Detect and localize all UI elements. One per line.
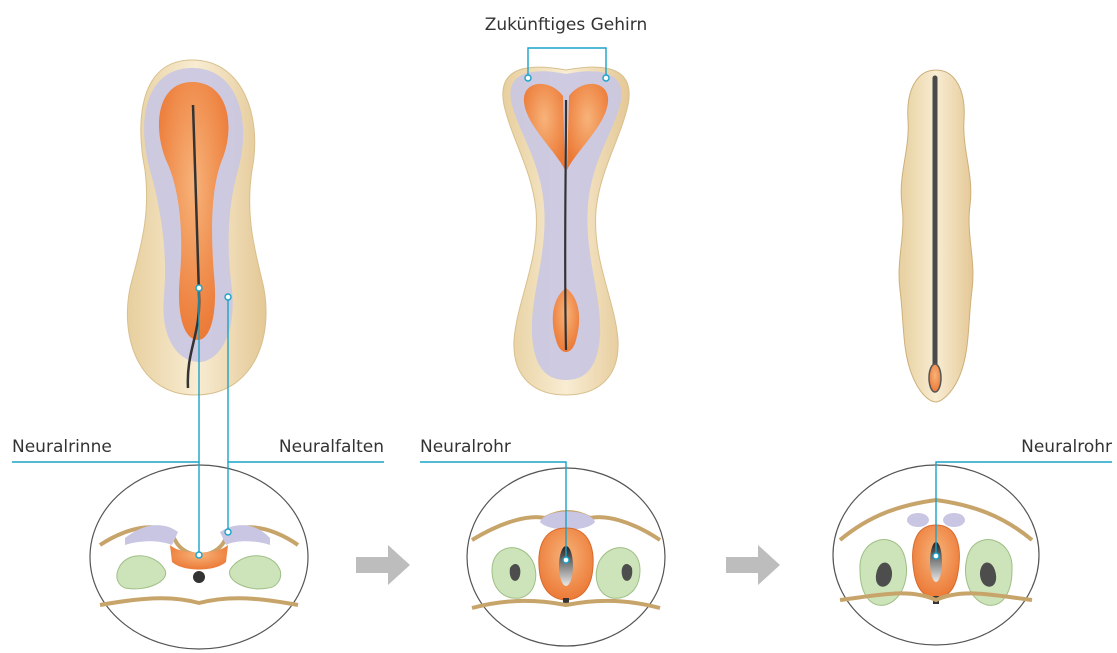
notochord-1 [193,571,205,583]
neural-folds-dot-bottom [225,529,231,535]
somite-core-left-2 [510,564,521,581]
neural-folds-dot-top [225,294,231,300]
progression-arrow-2 [726,545,780,585]
embryo-2-neural-line [565,100,566,350]
embryo-stage-3 [899,70,973,402]
neural-groove-dot-top [196,285,202,291]
label-future-brain: Zukünftiges Gehirn [485,15,647,35]
neural-groove-dot-bottom [196,552,202,558]
future-brain-dot-left [525,75,531,81]
embryo-stage-2 [503,67,629,395]
embryo-3-caudal-tip [929,364,941,392]
label-neural-tube-1: Neuralrohr [420,437,511,457]
future-brain-dot-right [603,75,609,81]
neural-tube-1-dot [563,557,569,563]
label-neural-groove: Neuralrinne [12,437,112,457]
label-neural-folds: Neuralfalten [279,437,384,457]
somite-core-right-2 [622,564,633,581]
embryo-stage-1 [127,60,266,395]
neural-tube-2-dot [933,553,939,559]
progression-arrow-1 [356,545,410,585]
label-neural-tube-2: Neuralrohr [1021,437,1112,457]
neural-crest-right-3 [943,513,965,527]
neural-crest-left-3 [907,513,929,527]
